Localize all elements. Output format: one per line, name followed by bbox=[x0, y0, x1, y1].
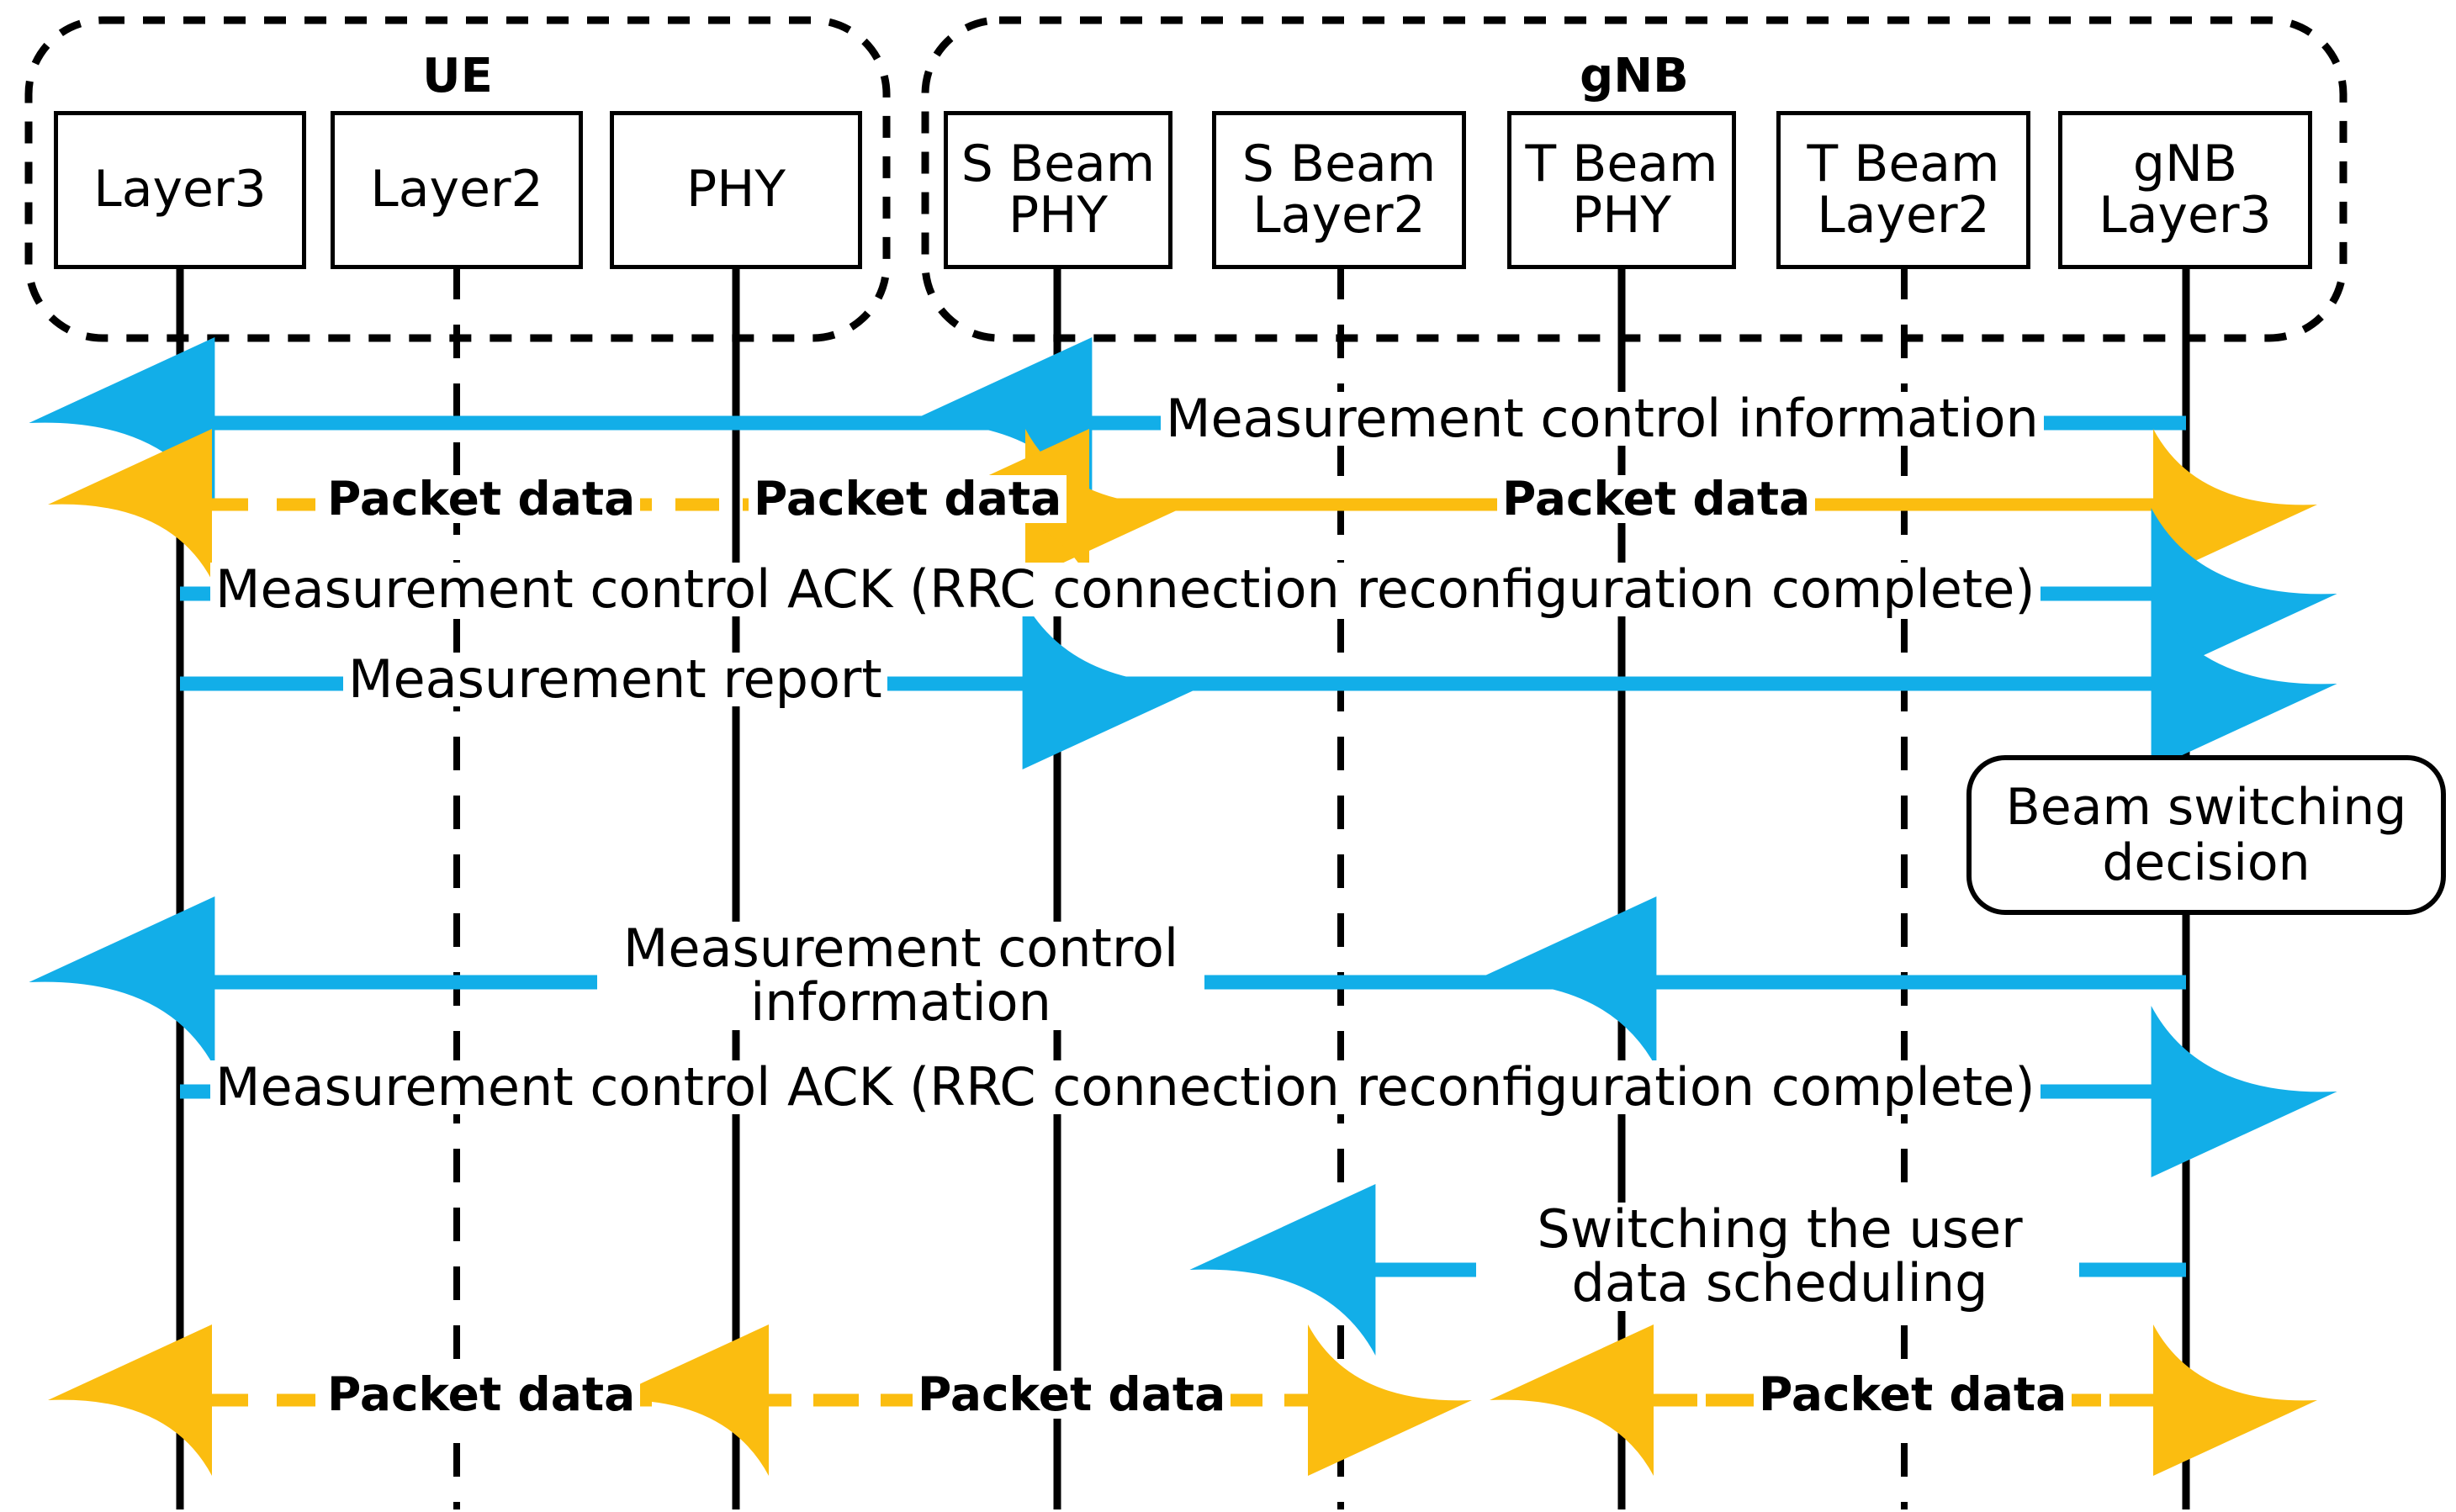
group-boundary-gnb bbox=[921, 16, 2347, 342]
beam-switching-decision-line2: decision bbox=[2102, 833, 2310, 892]
message-label-packet-data-2: Packet data bbox=[749, 474, 1067, 524]
group-label-gnb: gNB bbox=[1580, 49, 1689, 103]
participant-label-gnb-layer3-line2: Layer3 bbox=[2099, 186, 2272, 245]
participant-label-s-beam-phy-line2: PHY bbox=[1008, 186, 1108, 245]
participant-box-s-beam-phy[interactable]: S Beam PHY bbox=[944, 111, 1172, 269]
beam-switching-decision-line1: Beam switching bbox=[2005, 778, 2407, 837]
participant-label-s-beam-phy-line1: S Beam bbox=[961, 134, 1156, 193]
participant-box-ue-phy[interactable]: PHY bbox=[610, 111, 862, 269]
beam-switching-decision-note: Beam switching decision bbox=[1966, 755, 2446, 915]
message-label-packet-data-6: Packet data bbox=[1754, 1370, 2072, 1419]
participant-label-t-beam-layer2-line2: Layer2 bbox=[1817, 186, 1990, 245]
message-label-packet-data-1: Packet data bbox=[322, 474, 641, 524]
participant-box-ue-layer2[interactable]: Layer2 bbox=[331, 111, 583, 269]
participant-box-s-beam-layer2[interactable]: S Beam Layer2 bbox=[1212, 111, 1466, 269]
participant-label-s-beam-layer2-line1: S Beam bbox=[1241, 134, 1437, 193]
message-label-packet-data-4: Packet data bbox=[322, 1370, 641, 1419]
participant-label-s-beam-layer2-line2: Layer2 bbox=[1252, 186, 1426, 245]
participant-label-gnb-layer3-line1: gNB bbox=[2132, 134, 2238, 193]
participant-box-t-beam-layer2[interactable]: T Beam Layer2 bbox=[1776, 111, 2030, 269]
message-label-packet-data-3: Packet data bbox=[1497, 474, 1816, 524]
message-label-switching-user-data-scheduling: Switching the user data scheduling bbox=[1480, 1202, 2079, 1311]
participant-box-ue-layer3[interactable]: Layer3 bbox=[54, 111, 306, 269]
participant-label-ue-phy-line1: PHY bbox=[686, 160, 786, 219]
message-label-measurement-control-ack-2: Measurement control ACK (RRC connection … bbox=[210, 1060, 2040, 1115]
message-label-measurement-report: Measurement report bbox=[343, 652, 887, 707]
message-label-measurement-control-information-1: Measurement control information bbox=[1161, 391, 2044, 447]
participant-label-t-beam-phy-line2: PHY bbox=[1572, 186, 1671, 245]
participant-label-t-beam-layer2-line1: T Beam bbox=[1807, 134, 2000, 193]
participant-box-gnb-layer3[interactable]: gNB Layer3 bbox=[2058, 111, 2312, 269]
message-label-measurement-control-information-2: Measurement control information bbox=[597, 921, 1204, 1030]
participant-box-t-beam-phy[interactable]: T Beam PHY bbox=[1507, 111, 1736, 269]
participant-label-ue-layer3-line1: Layer3 bbox=[93, 160, 267, 219]
message-label-packet-data-5: Packet data bbox=[913, 1370, 1231, 1419]
participant-label-ue-layer2-line1: Layer2 bbox=[370, 160, 543, 219]
group-label-ue: UE bbox=[422, 49, 493, 103]
message-label-measurement-control-ack-1: Measurement control ACK (RRC connection … bbox=[210, 562, 2040, 617]
participant-label-t-beam-phy-line1: T Beam bbox=[1525, 134, 1718, 193]
